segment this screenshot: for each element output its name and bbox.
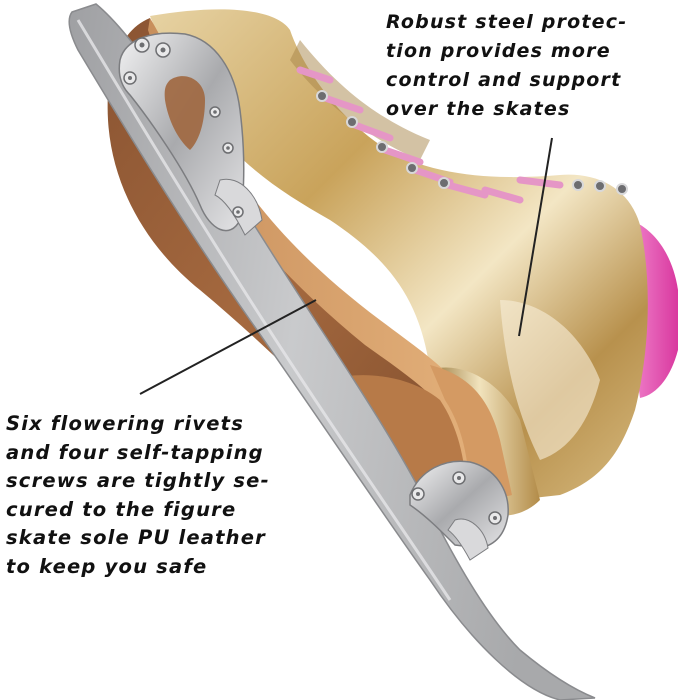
rear-mounting-plate [409,460,509,549]
callout-line: screws are tightly se- [6,469,270,492]
callout-line: control and support [386,69,622,91]
callout-line: over the skates [386,98,571,120]
callout-line: to keep you safe [6,554,208,578]
rear-stanchion [447,518,489,561]
front-plate-cutout [164,76,205,150]
bottom-callout-pointer [139,299,317,395]
rivets-screws-callout: Six flowering rivets and four self-tappi… [6,410,270,581]
top-callout-pointer [518,137,553,337]
callout-line: and four self-tapping [6,440,264,464]
callout-line: skate sole PU leather [6,526,266,549]
front-rivets [123,37,244,218]
boot-highlight [500,300,600,460]
steel-protection-callout: Robust steel protec- tion provides more … [386,8,627,124]
boot-shadow [290,40,430,160]
rear-rivets [411,471,502,525]
callout-line: Six flowering rivets [6,412,244,435]
lace-eyelets [316,90,628,195]
blade-edge-highlight [76,19,452,601]
callout-line: Robust steel protec- [386,11,628,33]
callout-line: cured to the figure [6,497,237,521]
heel-block [430,365,512,505]
callout-line: tion provides more [386,40,611,62]
pink-laces [296,66,564,204]
